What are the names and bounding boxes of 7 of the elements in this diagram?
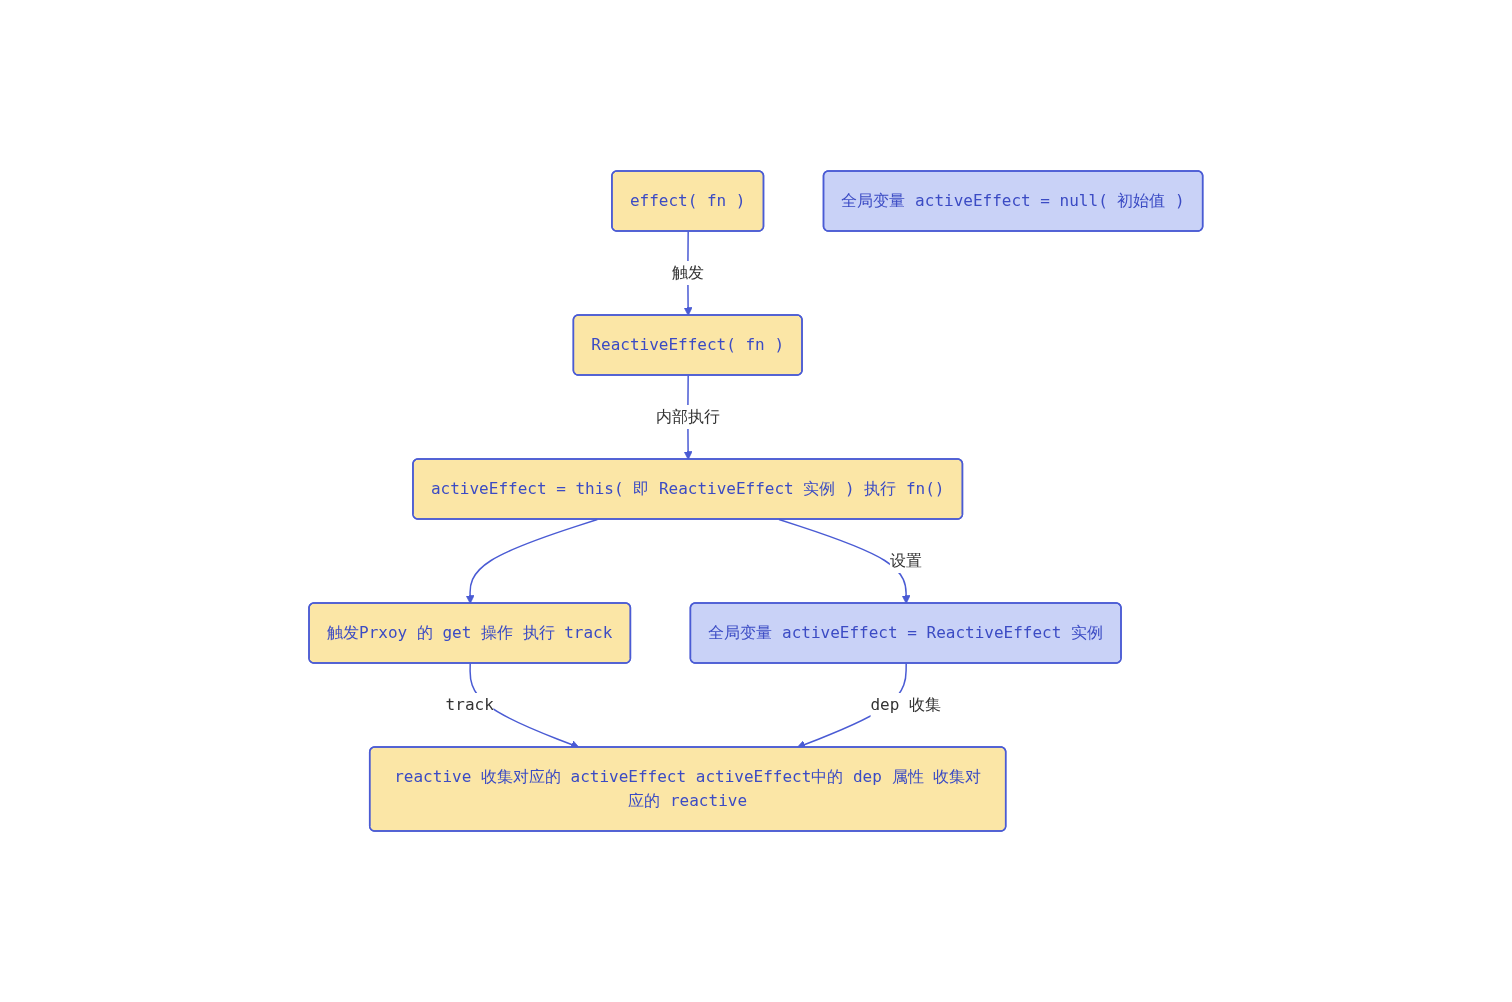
arrow — [778, 518, 911, 604]
edge-label: track — [445, 694, 494, 714]
edge-label: 触发 — [671, 263, 704, 282]
arrow — [465, 518, 599, 604]
edge-label: 设置 — [889, 550, 922, 570]
edge-label: 内部执行 — [655, 406, 720, 426]
edge-label: dep 收集 — [870, 694, 942, 714]
